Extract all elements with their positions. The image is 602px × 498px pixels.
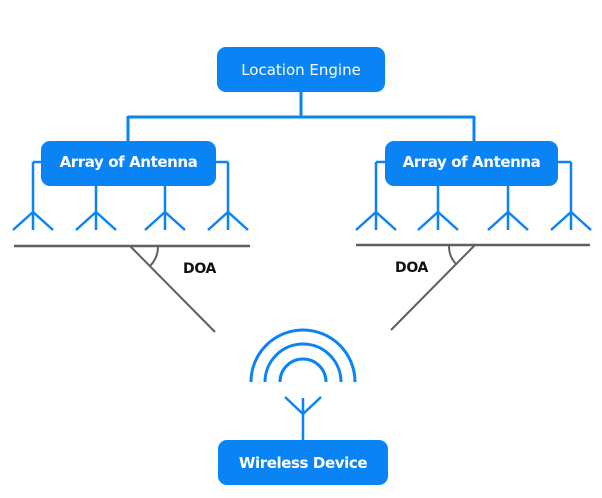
signal-arc-inner bbox=[278, 357, 328, 383]
antenna-array-node-right: Array of Antenna bbox=[385, 141, 558, 186]
antenna-icon bbox=[417, 186, 459, 231]
wireless-device-node: Wireless Device bbox=[218, 440, 388, 485]
signal-arc-middle bbox=[263, 342, 343, 383]
antenna-array-node-left: Array of Antenna bbox=[41, 141, 216, 186]
doa-label-right: DOA bbox=[395, 260, 429, 276]
antenna-icon bbox=[75, 186, 117, 231]
doa-ray-right bbox=[390, 244, 476, 331]
antenna-icon bbox=[12, 160, 54, 231]
location-engine-node: Location Engine bbox=[217, 47, 385, 92]
doa-ray-left bbox=[129, 245, 216, 333]
wireless-signal-icon bbox=[249, 328, 357, 383]
device-antenna-icon bbox=[284, 396, 322, 440]
doa-angle-arc-right bbox=[447, 244, 457, 265]
location-engine-label: Location Engine bbox=[241, 60, 361, 79]
antenna-icon bbox=[144, 186, 186, 231]
doa-angle-arc-left bbox=[149, 245, 160, 267]
antenna-array-left bbox=[12, 160, 249, 231]
engine-connectors bbox=[126, 92, 476, 142]
antenna-array-label-right: Array of Antenna bbox=[402, 152, 541, 171]
antenna-array-label-left: Array of Antenna bbox=[59, 152, 198, 171]
wireless-device-label: Wireless Device bbox=[238, 453, 368, 472]
doa-label-left: DOA bbox=[183, 261, 217, 277]
antenna-icon bbox=[207, 160, 249, 231]
antenna-icon bbox=[550, 160, 592, 231]
antenna-icon bbox=[487, 186, 529, 231]
antenna-array-right bbox=[355, 160, 592, 231]
antenna-icon bbox=[355, 160, 397, 231]
signal-arc-outer bbox=[249, 328, 357, 383]
